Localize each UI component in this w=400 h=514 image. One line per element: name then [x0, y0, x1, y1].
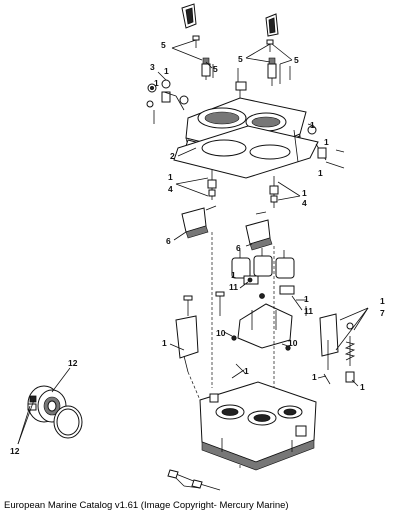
callout-5: 5	[238, 54, 243, 64]
callout-9: 10	[216, 328, 226, 338]
gasket-2	[173, 125, 319, 179]
callout-6: 6	[236, 243, 241, 253]
callout-1: 1	[304, 294, 309, 304]
step-up-pistons	[181, 205, 273, 251]
throttle-body	[199, 381, 317, 471]
callout-5: 5	[161, 40, 166, 50]
callout-1: 1	[324, 137, 329, 147]
callout-2: 2	[170, 151, 175, 161]
callout-4: 4	[168, 184, 173, 194]
top-screws	[192, 35, 291, 86]
float-assemblies	[231, 248, 295, 299]
callout-7: 7	[380, 308, 385, 318]
callout-5: 5	[213, 64, 218, 74]
callout-1: 1	[312, 372, 317, 382]
top-tabs	[181, 3, 279, 37]
callout-1: 1	[244, 366, 249, 376]
callout-6: 6	[166, 236, 171, 246]
callout-10: 11	[304, 306, 313, 316]
callout-1: 1	[310, 120, 315, 130]
callout-1: 1	[380, 296, 385, 306]
callout-10: 11	[229, 282, 238, 292]
metering-rods	[207, 170, 279, 208]
mid-section-parts	[175, 291, 356, 385]
callout-1: 1	[302, 188, 307, 198]
callout-1: 1	[162, 338, 167, 348]
callout-4: 4	[302, 198, 307, 208]
callout-3: 3	[150, 62, 155, 72]
image-caption: European Marine Catalog v1.61 (Image Cop…	[4, 500, 289, 511]
callout-1: 1	[168, 172, 173, 182]
callout-5: 5	[294, 55, 299, 65]
callout-9: 10	[288, 338, 298, 348]
callout-1: 1	[154, 78, 159, 88]
leader-lines	[17, 39, 369, 489]
fuel-filter-parts	[27, 385, 83, 439]
callout-1: 1	[164, 66, 169, 76]
callout-1: 1	[318, 168, 323, 178]
callout-labels: 5 5 5 5 3 1 1 1 1 1 2 1 4 1 4 6 6 1 11 1…	[10, 40, 385, 456]
callout-11: 12	[68, 358, 78, 368]
callout-1: 1	[360, 382, 365, 392]
small-parts-3	[146, 79, 189, 111]
callout-1: 1	[231, 270, 236, 280]
bottom-screws	[167, 469, 221, 491]
callout-12: 12	[10, 446, 20, 456]
choke-linkage	[153, 110, 345, 169]
